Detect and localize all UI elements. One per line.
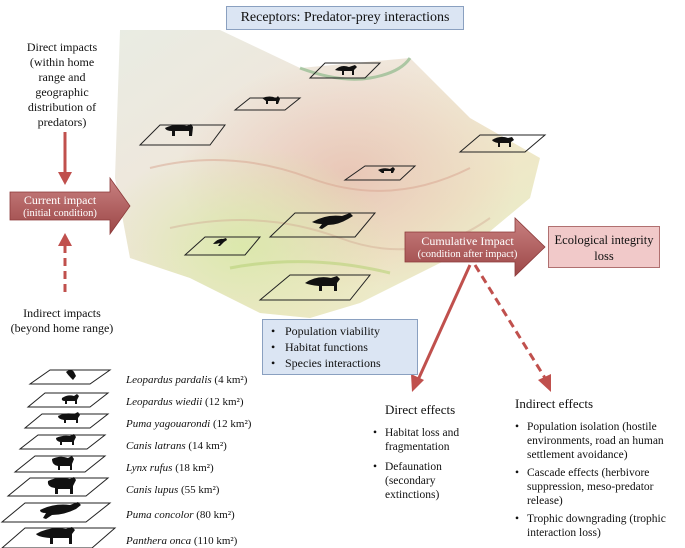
species-name: Puma concolor	[126, 509, 194, 521]
indirect-impact-arrow	[58, 233, 72, 292]
direct-impact-arrow	[58, 132, 72, 185]
species-entry: Canis latrans (14 km²)	[126, 439, 227, 453]
species-name: Canis lupus	[126, 484, 179, 496]
species-area: (18 km²)	[175, 462, 214, 474]
cumulative-impact-label: Cumulative Impact (condition after impac…	[405, 234, 530, 262]
cumulative-impact-title: Cumulative Impact	[421, 234, 514, 248]
current-impact-title: Current impact	[23, 193, 97, 207]
direct-impacts-line: distribution of	[27, 100, 97, 114]
species-entry: Panthera onca (110 km²)	[126, 534, 237, 548]
current-impact-label: Current impact (initial condition)	[10, 193, 110, 221]
indirect-effects-arrow	[473, 264, 551, 392]
species-legend-patches	[0, 369, 117, 548]
species-name: Puma yagouarondi	[126, 418, 211, 430]
direct-effect-item: Defaunation (secondary extinctions)	[371, 460, 485, 502]
species-area: (12 km²)	[212, 418, 252, 430]
ecological-integrity-line: loss	[594, 249, 614, 263]
direct-impacts-line: geographic	[35, 85, 89, 99]
receptor-item: Habitat functions	[263, 339, 417, 355]
direct-effect-item: Habitat loss and fragmentation	[371, 426, 485, 454]
indirect-effect-item: Population isolation (hostile environmen…	[513, 420, 681, 462]
indirect-impacts-line: (beyond home range)	[10, 321, 114, 335]
indirect-impacts-line: Indirect impacts	[23, 306, 101, 320]
species-entry: Lynx rufus (18 km²)	[126, 461, 214, 475]
ecological-integrity-line: Ecological integrity	[554, 233, 654, 247]
species-entry: Leopardus pardalis (4 km²)	[126, 373, 247, 387]
species-area: (55 km²)	[181, 484, 220, 496]
species-area: (12 km²)	[205, 396, 244, 408]
indirect-impacts-label: Indirect impacts (beyond home range)	[2, 306, 122, 336]
species-name: Panthera onca	[126, 535, 192, 547]
direct-effects-arrow	[411, 264, 472, 392]
cumulative-impact-subtitle: (condition after impact)	[417, 249, 518, 260]
ecological-integrity-box: Ecological integrity loss	[548, 226, 660, 268]
receptors-box: Population viability Habitat functions S…	[262, 319, 418, 375]
diagram-title: Receptors: Predator-prey interactions	[240, 10, 450, 25]
species-entry: Puma concolor (80 km²)	[126, 508, 235, 522]
species-name: Leopardus wiedii	[126, 396, 203, 408]
current-impact-subtitle: (initial condition)	[23, 208, 97, 219]
species-area: (110 km²)	[193, 535, 238, 547]
species-entry: Leopardus wiedii (12 km²)	[126, 395, 243, 409]
direct-impacts-line: Direct impacts	[26, 40, 98, 54]
indirect-effect-item: Cascade effects (herbivore suppression, …	[513, 466, 681, 508]
species-area: (14 km²)	[188, 440, 227, 452]
receptor-item: Species interactions	[263, 355, 417, 371]
indirect-effects-heading: Indirect effects	[515, 396, 594, 411]
direct-effects-heading: Direct effects	[385, 402, 456, 417]
species-area: (80 km²)	[196, 509, 235, 521]
direct-impacts-line: predators)	[37, 115, 87, 129]
current-impact-arrow	[9, 176, 131, 236]
direct-effects-section: Direct effects Habitat loss and fragment…	[373, 402, 485, 504]
title-box: Receptors: Predator-prey interactions	[226, 6, 464, 30]
indirect-effects-section: Indirect effects Population isolation (h…	[515, 396, 681, 542]
cumulative-impact-arrow	[404, 217, 546, 277]
species-name: Lynx rufus	[126, 462, 173, 474]
receptor-item: Population viability	[263, 323, 417, 339]
species-entry: Puma yagouarondi (12 km²)	[126, 417, 251, 431]
indirect-effect-item: Trophic downgrading (trophic interaction…	[513, 512, 681, 540]
species-name: Leopardus pardalis	[126, 374, 212, 386]
species-entry: Canis lupus (55 km²)	[126, 483, 219, 497]
direct-impacts-line: (within home	[29, 55, 95, 69]
species-area: (4 km²)	[214, 374, 248, 386]
direct-impacts-line: range and	[38, 70, 86, 84]
direct-impacts-label: Direct impacts (within home range and ge…	[4, 40, 120, 130]
species-name: Canis latrans	[126, 440, 186, 452]
